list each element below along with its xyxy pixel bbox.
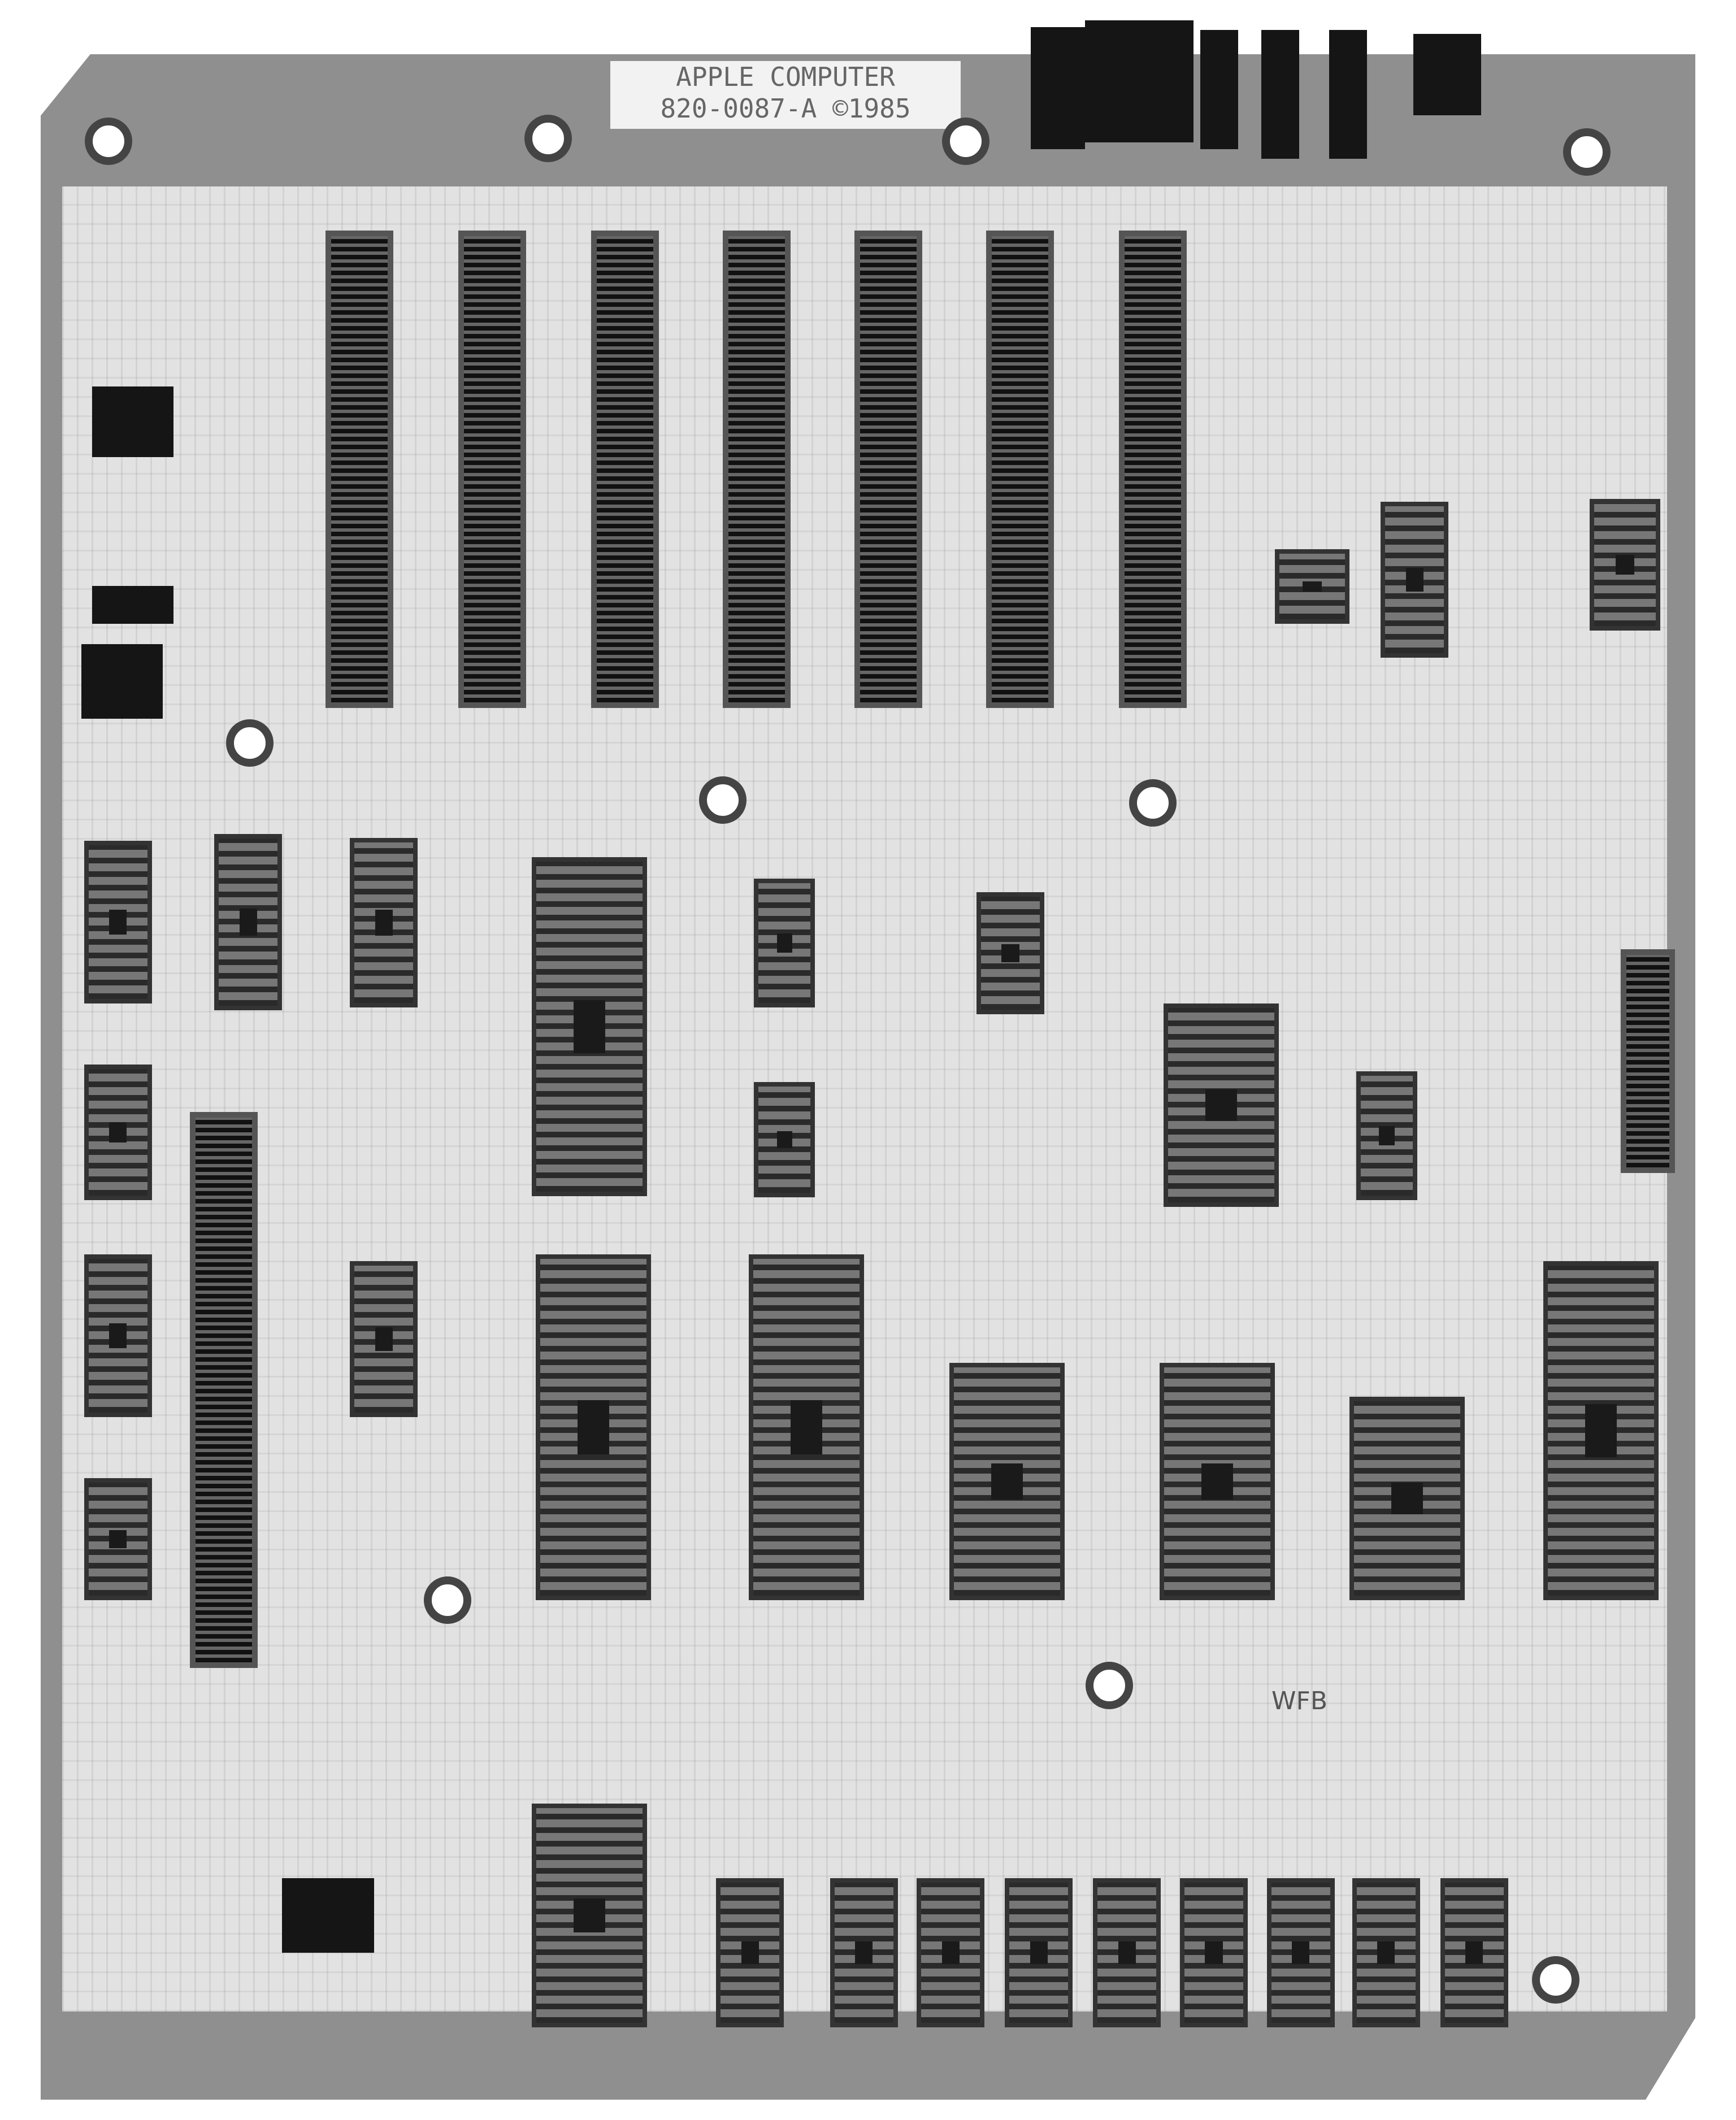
expansion-slot	[458, 231, 527, 708]
expansion-slot	[326, 231, 393, 708]
mounting-hole	[1531, 1956, 1579, 2004]
ic-chip	[748, 1254, 864, 1600]
port-connector	[282, 1878, 375, 1953]
mounting-hole	[424, 1576, 471, 1624]
expansion-slot	[986, 231, 1054, 708]
ic-chip	[1381, 502, 1449, 658]
mounting-hole	[699, 776, 747, 824]
ic-chip	[1589, 499, 1660, 631]
mounting-hole	[1563, 128, 1611, 176]
silkscreen-line-1: APPLE COMPUTER	[676, 62, 895, 92]
ic-chip	[1005, 1878, 1073, 2027]
mounting-hole	[1129, 779, 1177, 827]
ic-chip	[716, 1878, 784, 2027]
ic-chip	[754, 1082, 815, 1198]
ic-chip	[350, 838, 418, 1008]
initials-marking: WFB	[1271, 1687, 1327, 1715]
ic-chip	[1543, 1261, 1659, 1600]
mounting-hole	[225, 719, 274, 767]
ic-chip	[84, 1065, 152, 1200]
ic-chip	[84, 1478, 152, 1600]
ic-chip	[536, 1254, 651, 1600]
ic-chip	[1164, 1003, 1279, 1207]
port-connector	[1261, 29, 1300, 159]
ic-chip	[1266, 1878, 1335, 2027]
ic-chip	[976, 892, 1044, 1015]
port-connector	[1413, 34, 1481, 115]
ic-chip	[1349, 1397, 1465, 1600]
ic-chip	[1160, 1363, 1275, 1600]
ic-chip	[1352, 1878, 1420, 2027]
ic-chip	[531, 857, 647, 1196]
ic-chip	[754, 879, 815, 1008]
port-connector	[1031, 27, 1085, 149]
ic-chip	[350, 1261, 418, 1417]
port-connector	[1085, 20, 1194, 142]
expansion-slot	[723, 231, 791, 708]
ic-chip	[949, 1363, 1065, 1600]
mounting-hole	[85, 117, 132, 165]
port-connector	[1329, 29, 1368, 159]
mounting-hole	[1086, 1662, 1134, 1710]
ic-chip	[1356, 1071, 1417, 1200]
power-component	[81, 644, 122, 719]
silkscreen-label: APPLE COMPUTER 820-0087-A ©1985	[610, 61, 961, 129]
power-component	[92, 386, 174, 457]
ic-chip	[531, 1804, 647, 2027]
edge-connector	[190, 1112, 258, 1668]
power-component	[122, 644, 163, 719]
ic-chip	[84, 1254, 152, 1417]
port-connector	[1200, 29, 1239, 149]
ic-chip	[214, 834, 283, 1010]
ic-chip	[1180, 1878, 1248, 2027]
silkscreen-line-2: 820-0087-A ©1985	[660, 93, 911, 124]
mounting-hole	[524, 114, 572, 162]
mounting-hole	[941, 117, 989, 165]
keyboard-connector	[1621, 949, 1675, 1173]
ic-chip	[1093, 1878, 1161, 2027]
ic-chip	[1275, 549, 1349, 624]
expansion-slot	[854, 231, 922, 708]
expansion-slot	[1119, 231, 1187, 708]
ic-chip	[830, 1878, 898, 2027]
expansion-slot	[591, 231, 659, 708]
ic-chip	[917, 1878, 985, 2027]
ic-chip	[1440, 1878, 1508, 2027]
power-component	[92, 585, 174, 624]
ic-chip	[84, 841, 152, 1003]
